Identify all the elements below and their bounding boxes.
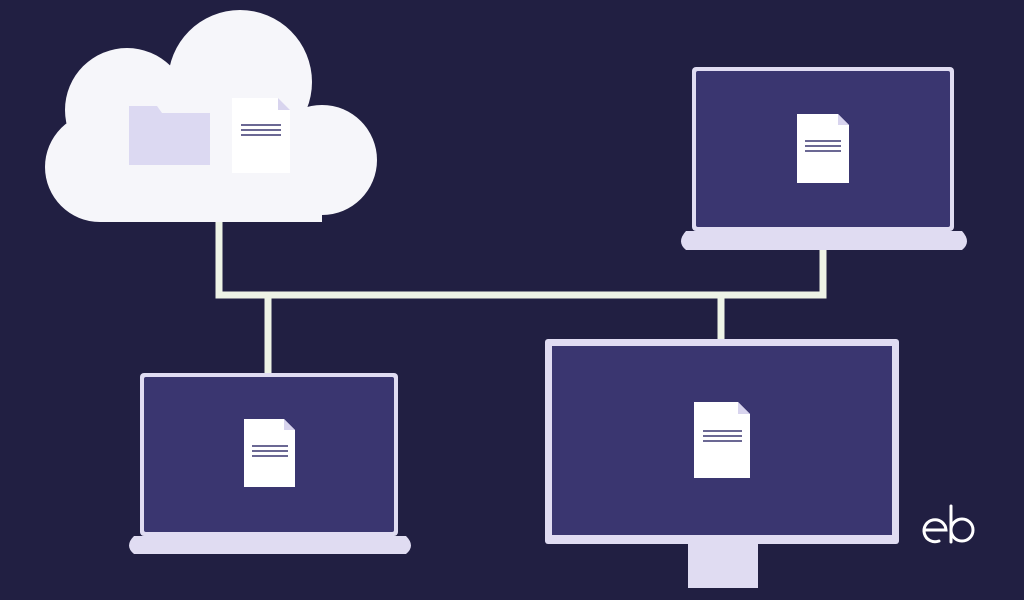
- folder-icon: [129, 106, 210, 165]
- laptop-base: [129, 536, 411, 554]
- monitor-stand: [688, 544, 758, 588]
- document-icon: [232, 98, 290, 173]
- laptop-bottom-left: [129, 373, 411, 554]
- laptop-base: [681, 231, 967, 250]
- desktop-monitor: [545, 339, 899, 588]
- laptop-top-right: [681, 67, 967, 250]
- document-icon: [244, 419, 295, 487]
- network-connectors: [215, 216, 827, 378]
- document-icon: [694, 402, 750, 478]
- document-icon: [797, 114, 849, 183]
- eb-logo: [922, 504, 975, 544]
- cloud-storage: [45, 10, 377, 222]
- connector-cloud: [215, 216, 827, 299]
- cloud-shape: [45, 10, 377, 222]
